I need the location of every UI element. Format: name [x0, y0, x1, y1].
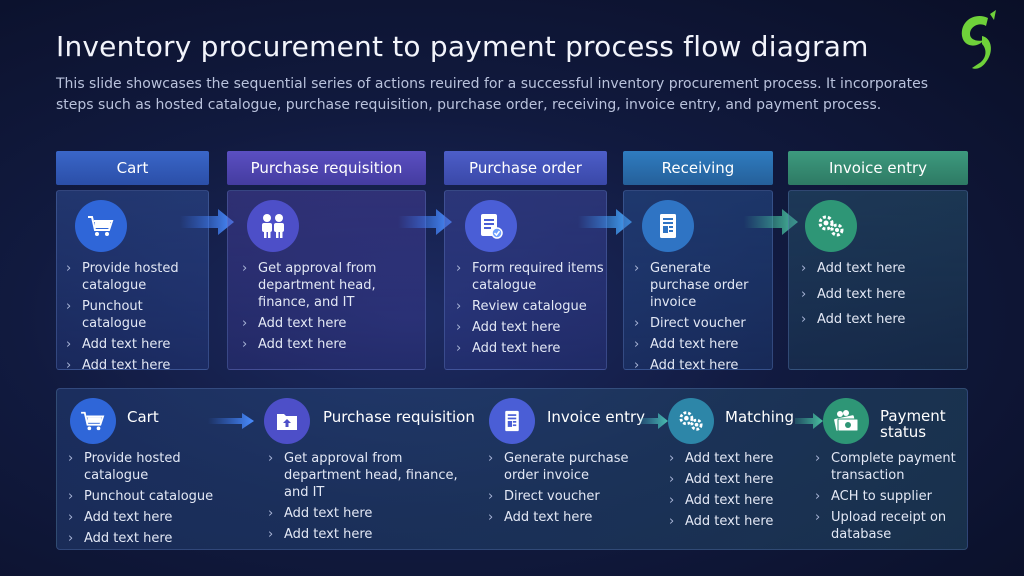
- arrow-right-icon: [795, 413, 823, 429]
- step-header-purchase-order: Purchase order: [444, 151, 607, 185]
- order-form-icon: [465, 200, 517, 252]
- step-header-cart: Cart: [56, 151, 209, 185]
- list-item: Upload receipt on database: [815, 509, 965, 543]
- bottom-step-label-payment-status: Payment status: [880, 407, 946, 441]
- cart-icon: [75, 200, 127, 252]
- bottom-step-points-purchase-requisition: Get approval from department head, finan…: [268, 450, 478, 547]
- people-icon: [247, 200, 299, 252]
- list-item: Add text here: [801, 286, 961, 304]
- bottom-step-points-payment-status: Complete payment transaction ACH to supp…: [815, 450, 965, 547]
- list-item: Add text here: [669, 492, 799, 509]
- list-item: Review catalogue: [456, 298, 604, 315]
- list-item: Add text here: [488, 509, 658, 526]
- arrow-right-icon: [208, 413, 254, 429]
- invoice-document-icon: [642, 200, 694, 252]
- bottom-step-points-invoice-entry: Generate purchase order invoice Direct v…: [488, 450, 658, 530]
- bottom-step-label-purchase-requisition: Purchase requisition: [323, 408, 475, 426]
- list-item: Get approval from department head, finan…: [268, 450, 478, 501]
- list-item: Provide hosted catalogue: [66, 260, 206, 294]
- cart-icon: [70, 398, 116, 444]
- list-item: Add text here: [268, 505, 478, 522]
- list-item: Add text here: [669, 471, 799, 488]
- step-header-receiving: Receiving: [623, 151, 773, 185]
- money-icon: [823, 398, 869, 444]
- list-item: Get approval from department head, finan…: [242, 260, 424, 311]
- bottom-step-label-matching: Matching: [725, 408, 794, 426]
- invoice-document-icon: [489, 398, 535, 444]
- gears-icon: [668, 398, 714, 444]
- brand-logo: [961, 10, 996, 69]
- list-item: Generate purchase order invoice: [634, 260, 772, 311]
- list-item: Add text here: [456, 319, 604, 336]
- bottom-step-label-invoice-entry: Invoice entry: [547, 408, 646, 426]
- list-item: Add text here: [456, 340, 604, 357]
- step-points-purchase-order: Form required items catalogue Review cat…: [456, 260, 604, 361]
- list-item: Complete payment transaction: [815, 450, 965, 484]
- list-item: Add text here: [801, 311, 961, 329]
- list-item: Add text here: [242, 315, 424, 332]
- list-item: Add text here: [242, 336, 424, 353]
- arrow-right-icon: [180, 209, 234, 235]
- folder-upload-icon: [264, 398, 310, 444]
- page-title: Inventory procurement to payment process…: [56, 30, 869, 63]
- step-points-cart: Provide hosted catalogue Punchout catalo…: [66, 260, 206, 378]
- list-item: Form required items catalogue: [456, 260, 604, 294]
- list-item: Add text here: [68, 530, 248, 547]
- list-item: Add text here: [268, 526, 478, 543]
- list-item: Add text here: [66, 357, 206, 374]
- step-points-purchase-requisition: Get approval from department head, finan…: [242, 260, 424, 357]
- arrow-right-icon: [744, 209, 798, 235]
- step-header-purchase-requisition: Purchase requisition: [227, 151, 426, 185]
- list-item: Punchout catalogue: [68, 488, 248, 505]
- list-item: Generate purchase order invoice: [488, 450, 658, 484]
- bottom-step-points-cart: Provide hosted catalogue Punchout catalo…: [68, 450, 248, 551]
- list-item: Direct voucher: [634, 315, 772, 332]
- gears-icon: [805, 200, 857, 252]
- step-points-invoice-entry: Add text here Add text here Add text her…: [801, 260, 961, 333]
- list-item: ACH to supplier: [815, 488, 965, 505]
- list-item: Add text here: [669, 450, 799, 467]
- step-header-invoice-entry: Invoice entry: [788, 151, 968, 185]
- arrow-right-icon: [578, 209, 632, 235]
- list-item: Add text here: [66, 336, 206, 353]
- list-item: Add text here: [634, 357, 772, 374]
- arrow-right-icon: [398, 209, 452, 235]
- arrow-right-icon: [640, 413, 668, 429]
- bottom-step-points-matching: Add text here Add text here Add text her…: [669, 450, 799, 534]
- list-item: Add text here: [634, 336, 772, 353]
- page-subtitle: This slide showcases the sequential seri…: [56, 76, 929, 113]
- list-item: Add text here: [68, 509, 248, 526]
- list-item: Provide hosted catalogue: [68, 450, 248, 484]
- list-item: Add text here: [669, 513, 799, 530]
- bottom-step-label-cart: Cart: [127, 408, 159, 426]
- step-points-receiving: Generate purchase order invoice Direct v…: [634, 260, 772, 378]
- list-item: Add text here: [801, 260, 961, 278]
- list-item: Direct voucher: [488, 488, 658, 505]
- list-item: Punchout catalogue: [66, 298, 206, 332]
